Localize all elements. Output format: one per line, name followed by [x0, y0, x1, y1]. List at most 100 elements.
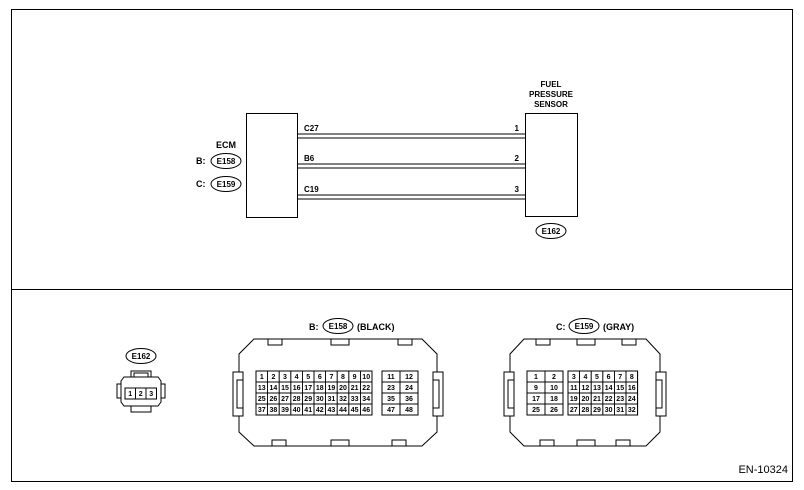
pin-number: 38 [270, 407, 278, 414]
sensor-pin-label: 1 [515, 124, 520, 133]
pin-number: 9 [353, 374, 357, 381]
wire-1: C27 1 [297, 124, 526, 139]
pin-number: 17 [304, 385, 312, 392]
pin-number: 6 [607, 374, 611, 381]
pin-number: 28 [293, 396, 301, 403]
pin-number: 14 [270, 385, 278, 392]
ecm-pin-label: B6 [304, 154, 315, 163]
pin-number: 39 [281, 407, 289, 414]
pin-number: 20 [339, 385, 347, 392]
pin-number: 19 [570, 396, 578, 403]
pin-number: 24 [405, 385, 413, 392]
ecm-box [246, 113, 298, 218]
pin-number: 17 [532, 396, 540, 403]
pin-number: 43 [328, 407, 336, 414]
pin-number: 29 [304, 396, 312, 403]
pin-number: 6 [318, 374, 322, 381]
connector-e159-prefix: C: [556, 322, 566, 332]
pin-number: 32 [339, 396, 347, 403]
pin-number: 34 [362, 396, 370, 403]
pin-cell [625, 403, 639, 416]
fuel-pressure-sensor: FUEL PRESSURE SENSOR E162 [525, 80, 578, 239]
ecm-pin-label: C27 [304, 124, 319, 133]
pin-number: 1 [260, 374, 264, 381]
ecm-connector-c-code: E159 [217, 180, 236, 189]
pin-number: 3 [283, 374, 287, 381]
pin-number: 18 [550, 396, 558, 403]
pin-number: 32 [628, 407, 636, 414]
pin-number: 42 [316, 407, 324, 414]
pin-number: 47 [387, 407, 395, 414]
pin-number: 21 [593, 396, 601, 403]
pin-number: 12 [405, 374, 413, 381]
pin-number: 23 [387, 385, 395, 392]
pin-number: 15 [616, 385, 624, 392]
pin-number: 36 [405, 396, 413, 403]
connector-e158-color: (BLACK) [357, 322, 395, 332]
pin-number: 27 [570, 407, 578, 414]
ecm-pin-label: C19 [304, 185, 319, 194]
pin-number: 44 [339, 407, 347, 414]
pin-number: 1 [128, 391, 132, 398]
pin-number: 18 [316, 385, 324, 392]
pin-cell [145, 387, 157, 400]
pin-number: 22 [605, 396, 613, 403]
pin-number: 4 [295, 374, 299, 381]
diagram-frame [11, 9, 793, 482]
sensor-label-line-1: FUEL [541, 80, 562, 89]
connector-e159-code: E159 [575, 322, 594, 331]
pin-number: 25 [532, 407, 540, 414]
pin-number: 28 [582, 407, 590, 414]
pin-number: 30 [316, 396, 324, 403]
pin-number: 11 [387, 374, 395, 381]
pin-number: 27 [281, 396, 289, 403]
pin-cell [399, 403, 419, 416]
wire-2: B6 2 [297, 154, 526, 169]
pin-number: 25 [258, 396, 266, 403]
pin-number: 2 [552, 374, 556, 381]
pin-number: 8 [341, 374, 345, 381]
pin-number: 14 [605, 385, 613, 392]
pin-cell [544, 403, 564, 416]
pin-number: 31 [328, 396, 336, 403]
pin-number: 5 [306, 374, 310, 381]
pin-number: 41 [304, 407, 312, 414]
pin-number: 29 [593, 407, 601, 414]
pin-number: 1 [534, 374, 538, 381]
pin-number: 3 [149, 391, 153, 398]
pin-number: 40 [293, 407, 301, 414]
pin-number: 26 [270, 396, 278, 403]
pin-number: 7 [618, 374, 622, 381]
pin-number: 33 [351, 396, 359, 403]
ecm-module: ECM B: E158 C: E159 [196, 113, 298, 218]
ecm-label: ECM [216, 140, 236, 150]
pin-number: 5 [595, 374, 599, 381]
pin-number: 10 [362, 374, 370, 381]
pin-number: 37 [258, 407, 266, 414]
connector-e158-prefix: B: [309, 322, 319, 332]
ecm-connector-b-prefix: B: [196, 156, 206, 166]
connector-badge-e162 [125, 348, 157, 364]
sensor-connector-code: E162 [542, 227, 561, 236]
connector-badge-e162-top [535, 223, 567, 239]
pin-number: 31 [616, 407, 624, 414]
pin-number: 20 [582, 396, 590, 403]
connector-badge-e159 [210, 176, 242, 192]
connector-badge-e158 [210, 153, 242, 169]
pin-number: 23 [616, 396, 624, 403]
connector-e162-code: E162 [132, 352, 151, 361]
pin-number: 7 [329, 374, 333, 381]
pin-number: 45 [351, 407, 359, 414]
ecm-connector-b-code: E158 [217, 157, 236, 166]
pin-number: 15 [281, 385, 289, 392]
pin-number: 9 [534, 385, 538, 392]
pin-number: 13 [593, 385, 601, 392]
pin-number: 4 [583, 374, 587, 381]
pin-number: 22 [362, 385, 370, 392]
pin-number: 26 [550, 407, 558, 414]
wire-3: C19 3 [297, 185, 526, 200]
pin-number: 12 [582, 385, 590, 392]
